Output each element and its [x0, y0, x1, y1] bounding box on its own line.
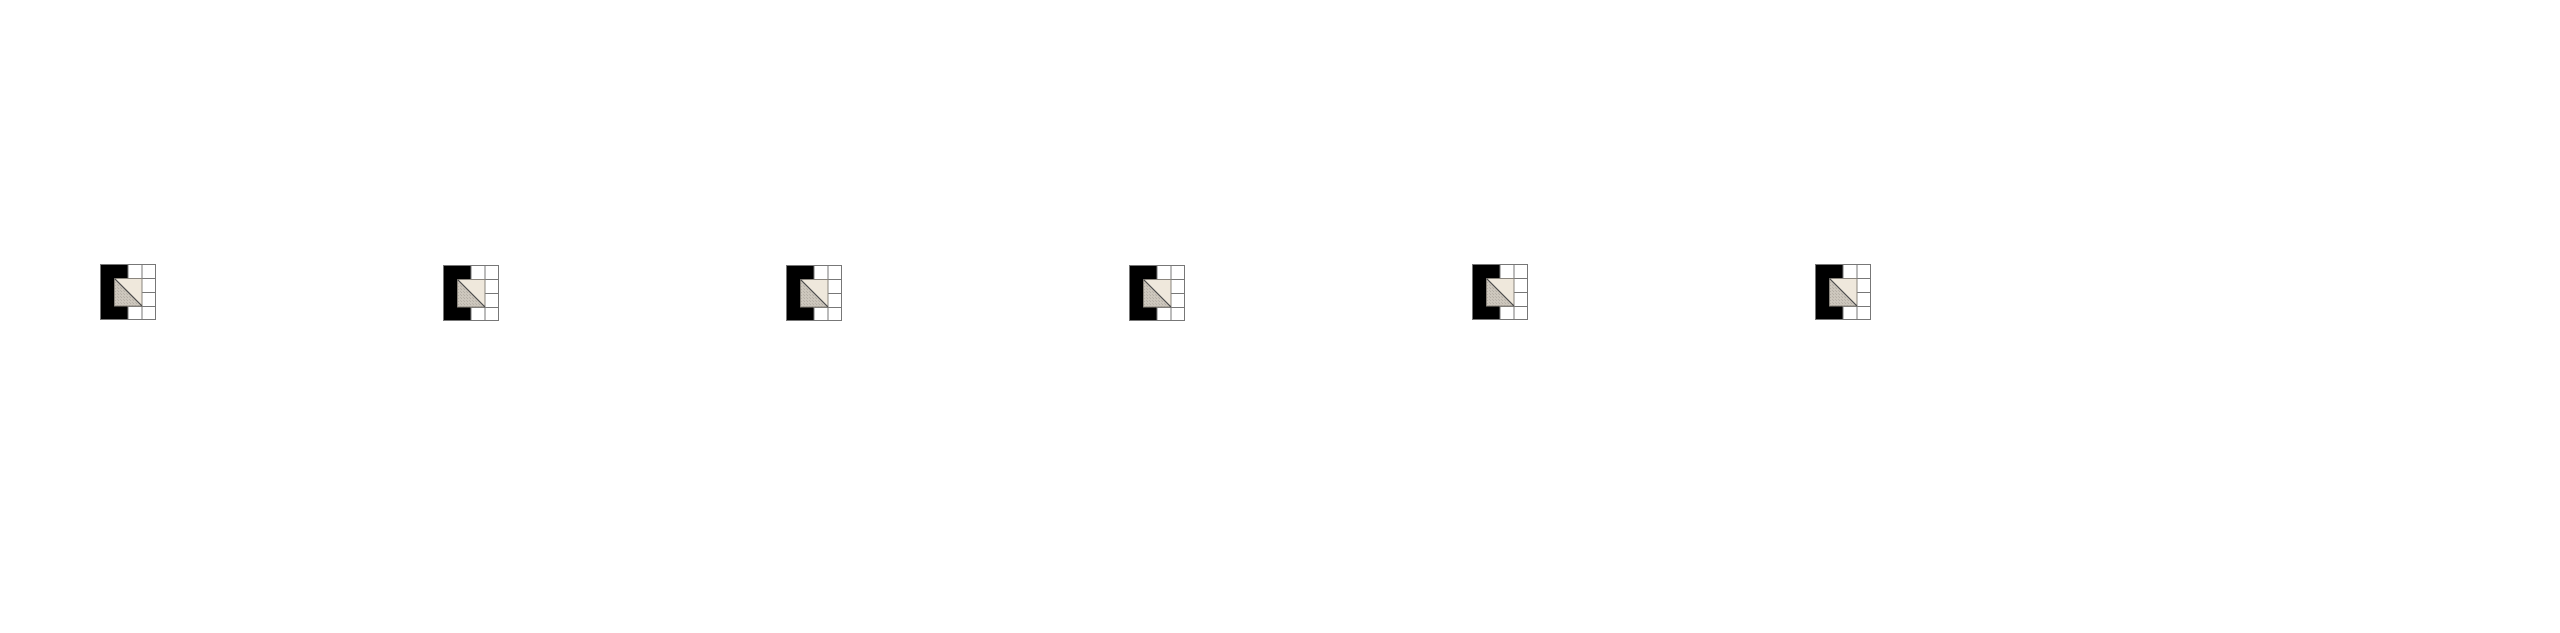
- layout-merge-icon-graphic: [786, 265, 842, 321]
- layout-merge-icon-graphic: [1815, 264, 1871, 320]
- layout-merge-icon[interactable]: [1472, 264, 1528, 320]
- layout-merge-icon-graphic: [443, 265, 499, 321]
- layout-merge-icon-graphic: [1472, 264, 1528, 320]
- layout-merge-icon[interactable]: [443, 265, 499, 321]
- layout-merge-icon[interactable]: [1815, 264, 1871, 320]
- layout-merge-icon[interactable]: [786, 265, 842, 321]
- layout-merge-icon[interactable]: [1129, 265, 1185, 321]
- layout-merge-icon[interactable]: [100, 264, 156, 320]
- layout-merge-icon-graphic: [1129, 265, 1185, 321]
- layout-merge-icon-graphic: [100, 264, 156, 320]
